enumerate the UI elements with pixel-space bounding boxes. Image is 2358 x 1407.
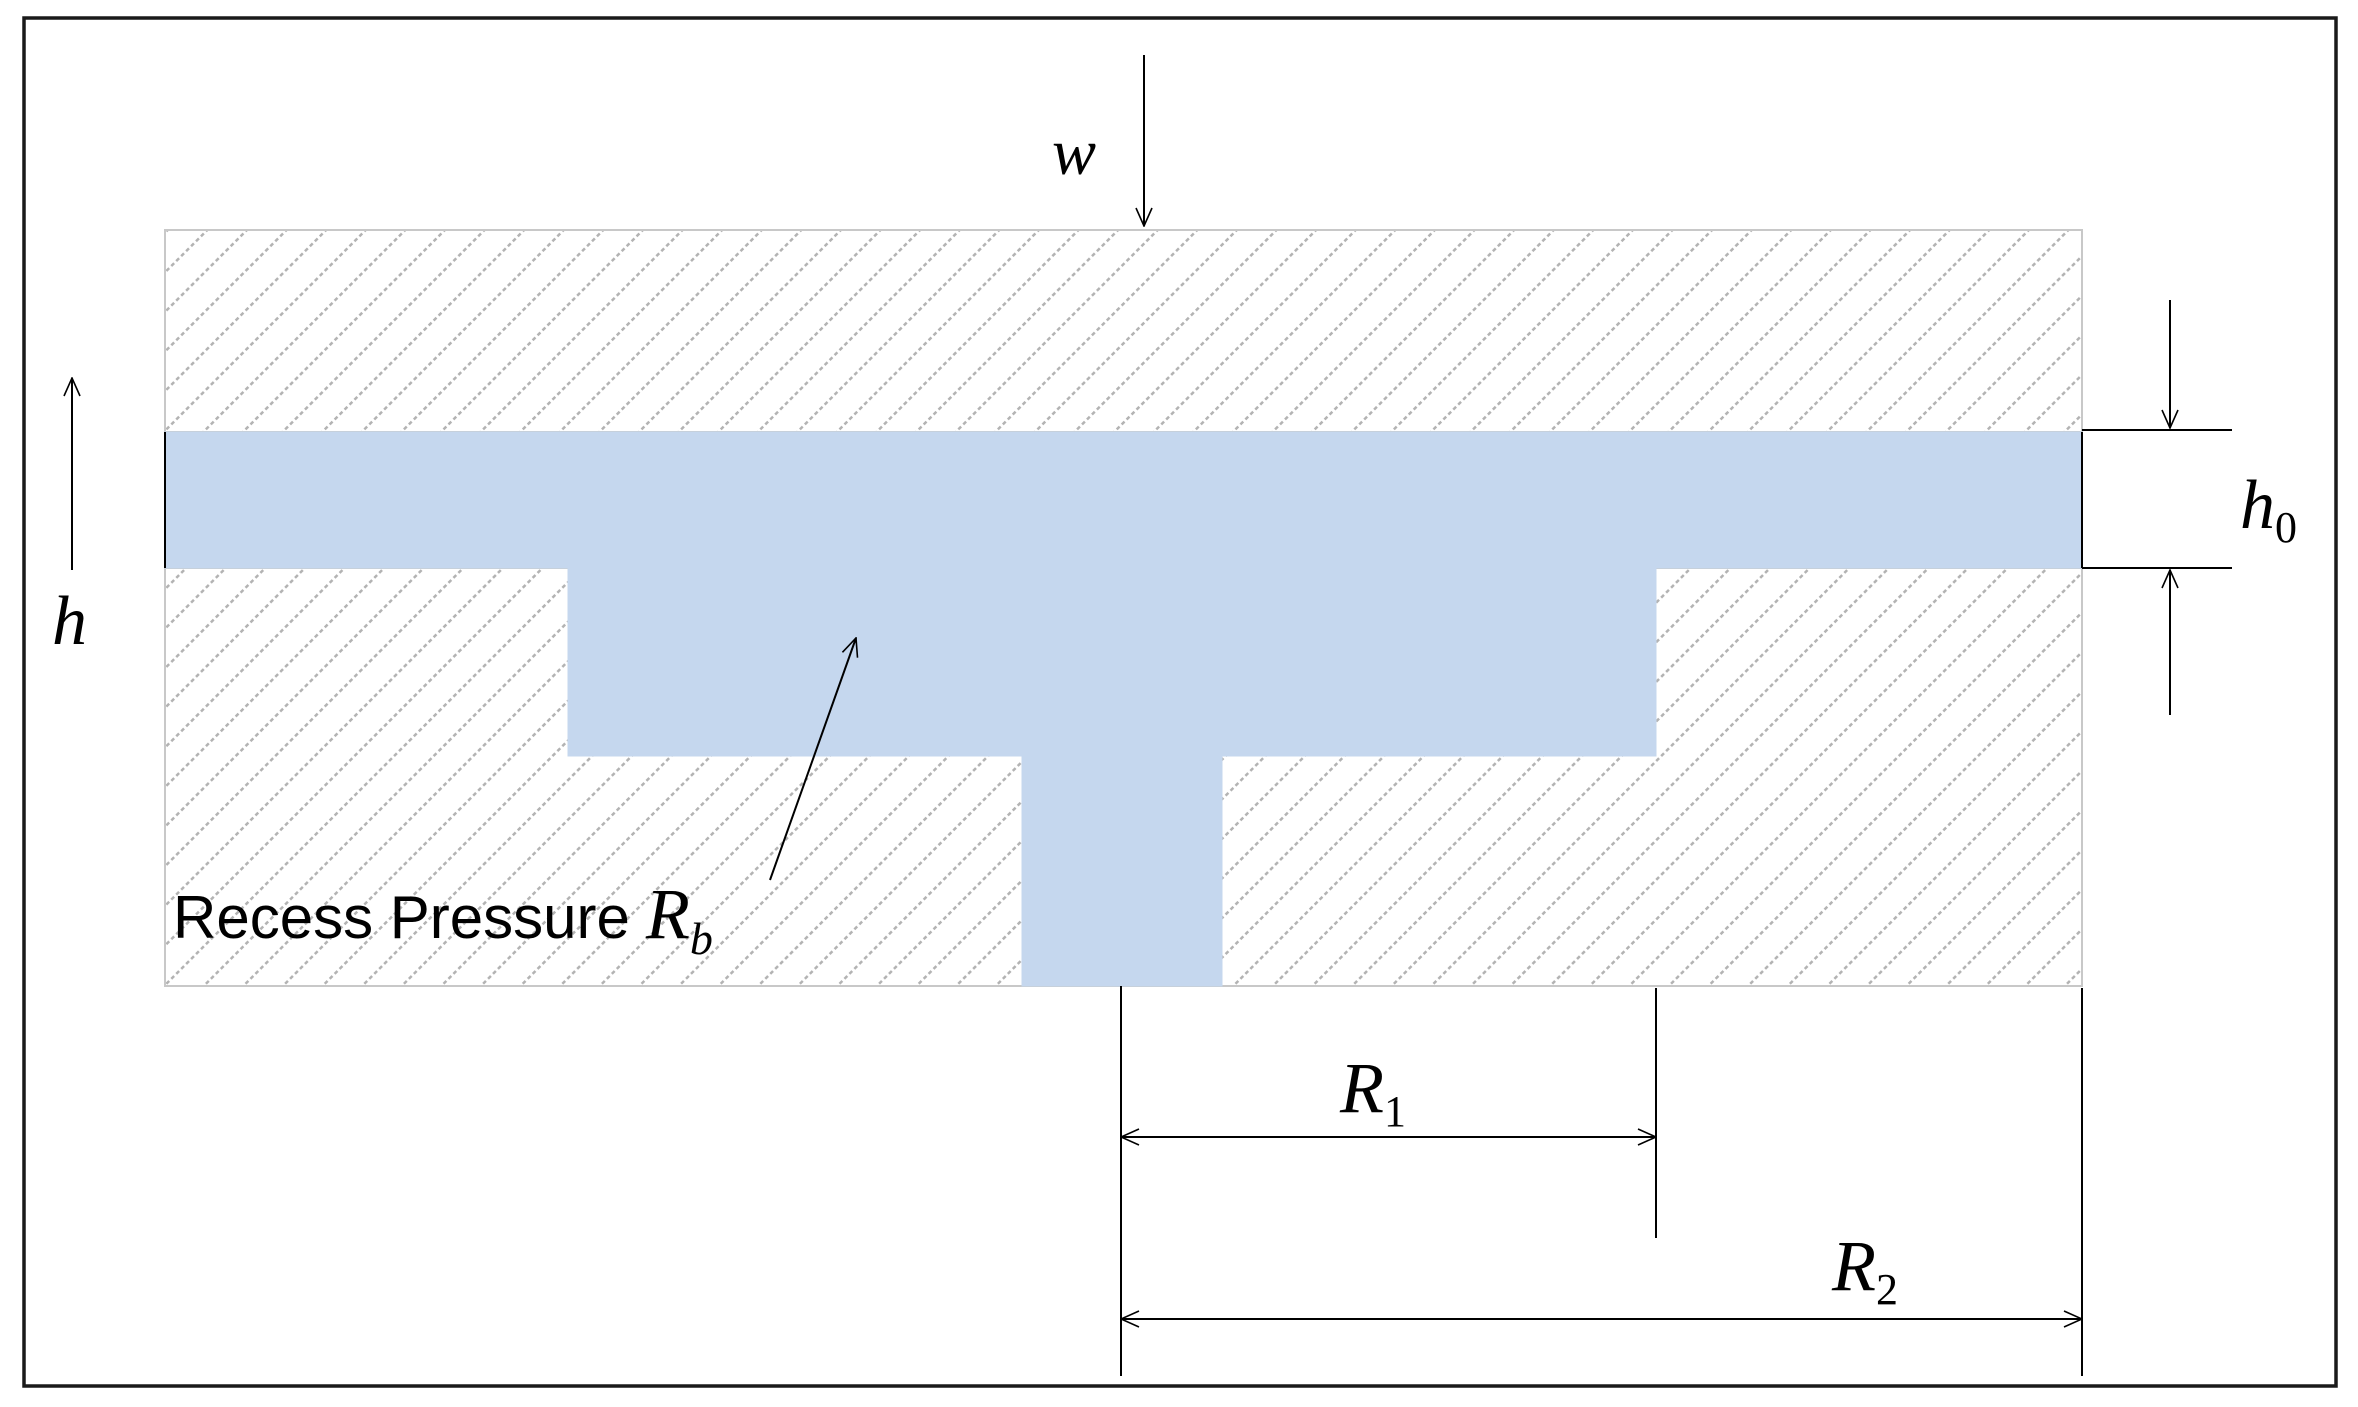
upper-plate [164, 229, 2083, 433]
r1-label: R1 [1339, 1048, 1406, 1136]
load-label: w [1052, 116, 1096, 189]
h0-dimension: h0 [2082, 300, 2297, 715]
r2-label: R2 [1831, 1226, 1898, 1314]
outer-frame [22, 16, 2338, 1388]
radius-dimensions: R1 R2 [1120, 986, 2083, 1376]
r2-label-main: R [1831, 1226, 1876, 1306]
recess-pressure-text: Recess Pressure [173, 884, 630, 951]
film-height-label: h [52, 583, 87, 660]
recess-pressure-subscript: b [690, 913, 713, 964]
r1-label-main: R [1339, 1048, 1384, 1128]
recess-pressure-leader [769, 638, 856, 881]
h0-label: h0 [2240, 467, 2297, 552]
r1-label-sub: 1 [1384, 1087, 1406, 1136]
r2-label-sub: 2 [1876, 1265, 1898, 1314]
bearing-solids [164, 229, 2083, 987]
recess-pressure-symbol: R [645, 874, 690, 954]
h0-label-main: h [2240, 467, 2275, 544]
h0-label-sub: 0 [2275, 503, 2297, 552]
